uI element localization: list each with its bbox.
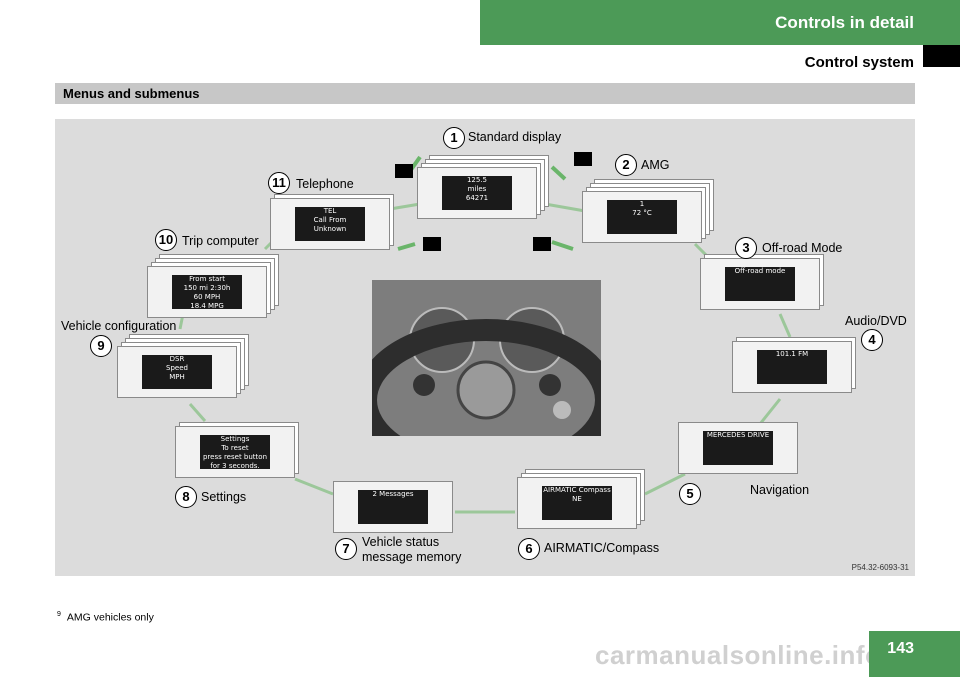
menu-8-label: Settings — [201, 490, 247, 504]
steering-wheel-image — [372, 280, 601, 436]
menu-6-screen: AIRMATIC Compass NE — [542, 486, 612, 520]
page-number-box: 143 — [869, 631, 960, 677]
menu-3-screen: Off-road mode — [725, 267, 795, 301]
key-icon — [533, 237, 551, 251]
menu-11-screen: TEL Call From Unknown — [295, 207, 365, 241]
menu-2-number: 2 — [615, 154, 637, 176]
menu-9-label: Vehicle configuration — [61, 319, 177, 333]
menu-8-number: 8 — [175, 486, 197, 508]
chapter-header-bar — [480, 0, 960, 45]
menu-10-number: 10 — [155, 229, 177, 251]
menu-6-label: AIRMATIC/Compass — [544, 541, 660, 555]
thumb-tab — [923, 45, 960, 67]
menu-3-label: Off-road Mode — [762, 241, 843, 255]
chapter-title: Controls in detail — [775, 13, 914, 32]
menu-11-number: 11 — [268, 172, 290, 194]
footnote-text: AMG vehicles only — [66, 611, 154, 624]
connector-lines — [178, 155, 792, 514]
menu-7-label-line2: message memory — [362, 550, 462, 564]
footnote: 9 AMG vehicles only — [57, 611, 154, 624]
menu-diagram: 125.5 miles 64271 1 Standard display 1 7… — [55, 119, 915, 576]
menu-7-label: Vehicle status — [362, 535, 440, 549]
menu-3-number: 3 — [735, 237, 757, 259]
watermark: carmanualsonline.info — [595, 640, 882, 670]
menu-10-label: Trip computer — [182, 234, 259, 248]
menu-5-screen: MERCEDES DRIVE — [703, 431, 773, 465]
menu-5-number: 5 — [679, 483, 701, 505]
menu-2-label: AMG — [641, 158, 670, 172]
menu-4-label: Audio/DVD — [845, 314, 907, 328]
page-number: 143 — [887, 640, 914, 657]
menu-2-screen: 1 72 °C — [607, 200, 677, 234]
menu-9-number: 9 — [90, 335, 112, 357]
menu-1-label: Standard display — [468, 130, 562, 144]
section-heading: Menus and submenus — [63, 86, 200, 101]
menu-7-number: 7 — [335, 538, 357, 560]
section-heading-bar: Menus and submenus — [55, 83, 915, 104]
menu-8-screen: Settings To reset press reset button for… — [200, 435, 270, 469]
image-credit: P54.32-6093-31 — [851, 563, 909, 572]
menu-4-screen: 101.1 FM — [757, 350, 827, 384]
footnote-mark: 9 — [57, 611, 61, 618]
menu-7-screen: 2 Messages — [358, 490, 428, 524]
menu-10-screen: From start 150 mi 2:30h 60 MPH 18.4 MPG — [172, 275, 242, 309]
key-icon — [423, 237, 441, 251]
menu-5-label: Navigation — [750, 483, 810, 497]
menu-1-number: 1 — [443, 127, 465, 149]
section-subtitle: Control system — [804, 54, 914, 71]
menu-9-screen: DSR Speed MPH — [142, 355, 212, 389]
menu-11-label: Telephone — [296, 177, 354, 191]
menu-4-number: 4 — [861, 329, 883, 351]
key-icon — [395, 164, 413, 178]
menu-6-number: 6 — [518, 538, 540, 560]
menu-1-screen: 125.5 miles 64271 — [442, 176, 512, 210]
key-icon — [574, 152, 592, 166]
